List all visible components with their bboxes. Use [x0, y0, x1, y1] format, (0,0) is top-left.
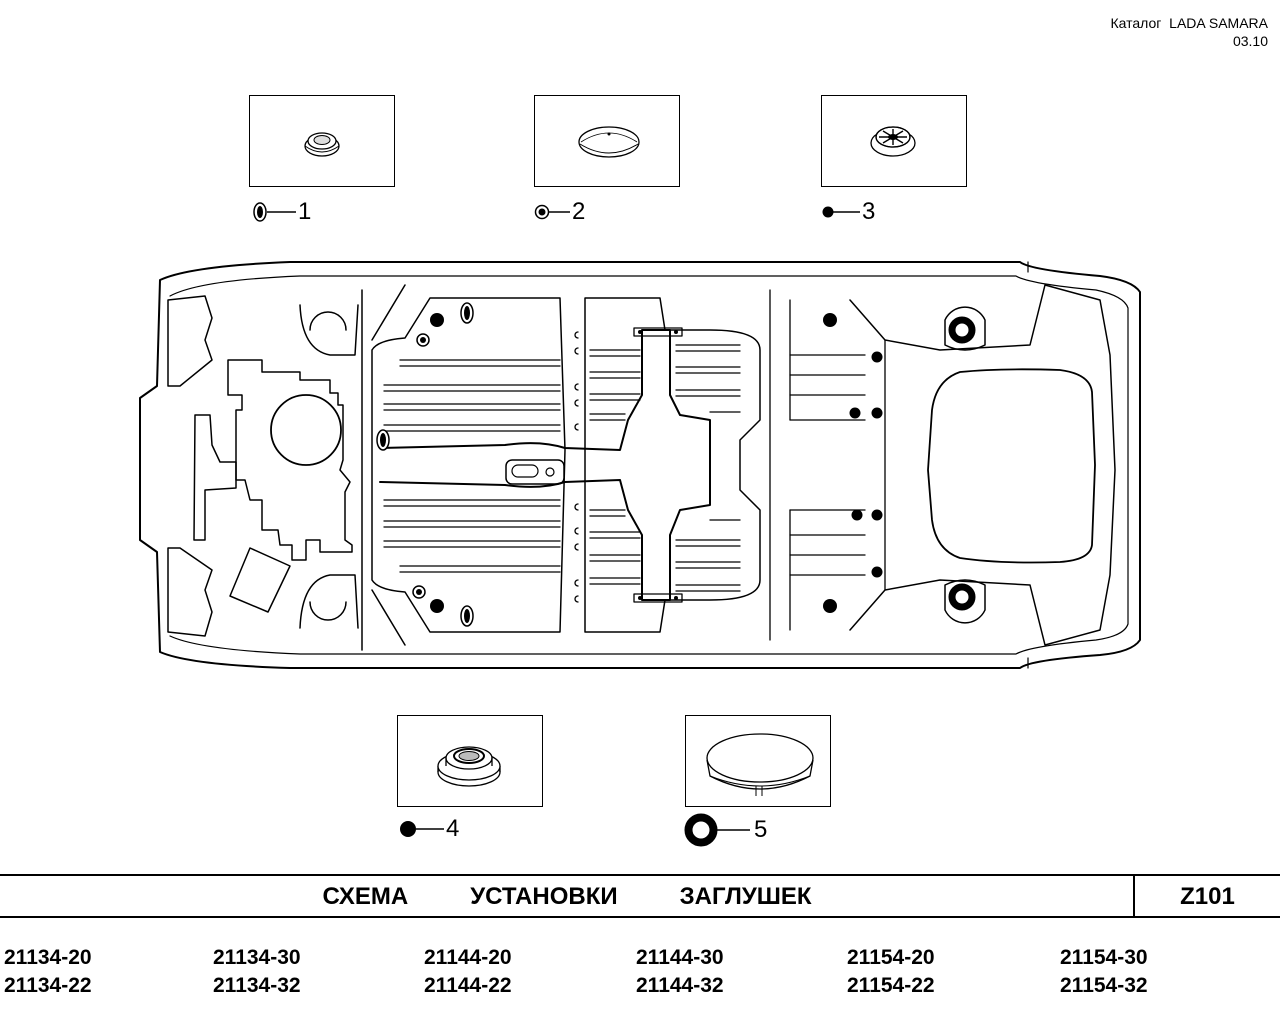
model-code: 21134-30 [213, 946, 301, 969]
engine-round-component [270, 394, 342, 466]
dome-plug-markers [412, 333, 430, 599]
stepped-grommet-icon [437, 746, 501, 787]
oval-grommet-symbol-icon [253, 202, 296, 222]
model-code: 21154-32 [1060, 974, 1148, 997]
large-cap-plug-icon [706, 733, 814, 796]
catalog-date: 03.10 [1232, 33, 1268, 49]
diagram-title: СХЕМА УСТАНОВКИ ЗАГЛУШЕК [322, 883, 812, 910]
part-3-box [821, 95, 967, 187]
oval-grommet-markers [376, 302, 474, 627]
plug-markers [430, 313, 883, 613]
stepped-grommet-symbol-icon [400, 821, 444, 837]
model-code: 21154-20 [847, 946, 935, 969]
ribbed-plug-symbol-icon [822, 206, 860, 218]
legend-part-5: 5 [684, 813, 767, 847]
model-column: 21154-20 21154-22 [847, 944, 935, 1000]
floor-ribs [383, 344, 741, 592]
spare-wheel-well [927, 368, 1096, 564]
model-code: 21144-32 [636, 974, 724, 997]
part-number: 5 [754, 816, 768, 843]
car-underbody-diagram [139, 261, 1141, 669]
front-left-recess [167, 295, 213, 387]
diagram-code: Z101 [1180, 883, 1235, 910]
part-2-box [534, 95, 680, 187]
part-number: 2 [572, 198, 586, 225]
front-right-recess [167, 547, 213, 637]
oval-grommet-icon [304, 132, 340, 157]
model-code: 21144-30 [636, 946, 724, 969]
large-cap-symbol-icon [684, 813, 750, 847]
dome-plug-symbol-icon [534, 204, 570, 220]
legend-part-2: 2 [534, 198, 585, 226]
body-outline [139, 261, 1141, 669]
model-codes: 21134-20 21134-22 21134-30 21134-32 2114… [0, 944, 1280, 1004]
model-column: 21144-20 21144-22 [424, 944, 512, 1000]
part-5-box [685, 715, 831, 807]
dome-plug-icon [578, 126, 640, 158]
model-code: 21154-30 [1060, 946, 1148, 969]
ribbed-plug-icon [870, 126, 916, 157]
title-band: СХЕМА УСТАНОВКИ ЗАГЛУШЕК Z101 [0, 874, 1280, 918]
catalog-name: Каталог LADA SAMARA [1110, 15, 1269, 31]
part-1-box [249, 95, 395, 187]
legend-part-3: 3 [820, 198, 875, 226]
tunnel [379, 329, 711, 601]
model-code: 21134-32 [213, 974, 301, 997]
model-code: 21134-22 [4, 974, 92, 997]
part-number: 1 [298, 198, 312, 225]
legend-part-1: 1 [252, 198, 311, 226]
engine-bay [193, 414, 237, 541]
catalog-header: Каталог LADA SAMARA 03.10 [1111, 14, 1269, 50]
model-column: 21154-30 21154-32 [1060, 944, 1148, 1000]
model-code: 21144-22 [424, 974, 512, 997]
battery-box [229, 547, 291, 613]
large-cap-markers [948, 316, 976, 611]
model-code: 21144-20 [424, 946, 512, 969]
model-column: 21144-30 21144-32 [636, 944, 724, 1000]
part-4-box [397, 715, 543, 807]
part-number: 3 [862, 198, 876, 225]
tunnel-plate [505, 459, 565, 485]
model-code: 21154-22 [847, 974, 935, 997]
part-number: 4 [446, 815, 460, 842]
model-code: 21134-20 [4, 946, 92, 969]
legend-part-4: 4 [398, 815, 459, 843]
model-column: 21134-30 21134-32 [213, 944, 301, 1000]
floor-panel [371, 297, 566, 633]
model-column: 21134-20 21134-22 [4, 944, 92, 1000]
title-divider [1133, 876, 1135, 916]
